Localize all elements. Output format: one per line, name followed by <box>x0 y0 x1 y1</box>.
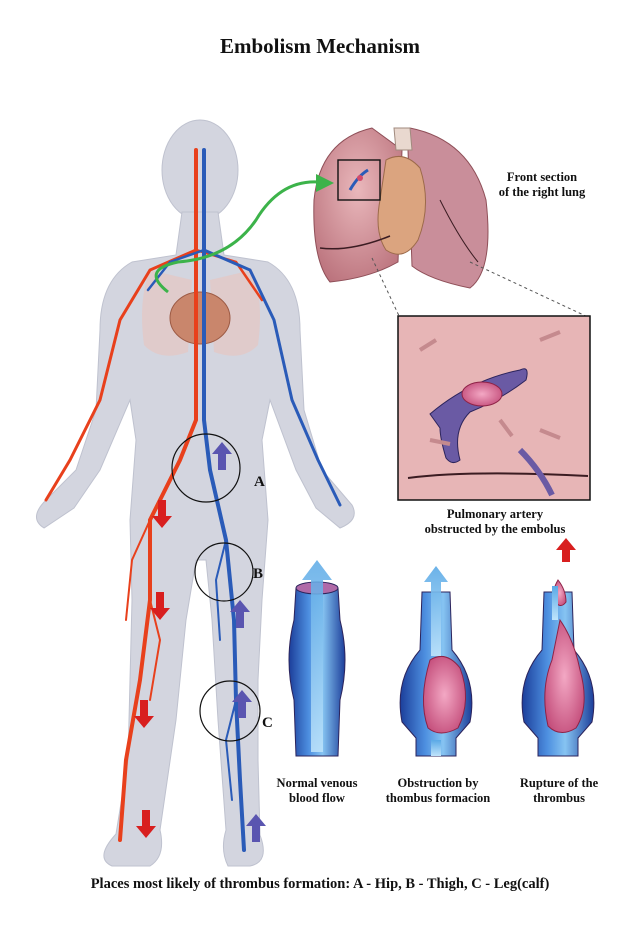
thrombus-site-circles <box>171 433 261 742</box>
veins <box>146 148 342 852</box>
circle-label-b: B <box>253 566 264 582</box>
pulmonary-artery-zoom <box>397 315 591 501</box>
lungs-front-section <box>313 127 489 289</box>
panel-obstruction-label: Obstruction by thombus formacion <box>385 776 491 805</box>
circle-label-a: A <box>254 474 265 490</box>
panel-obstruction <box>399 566 473 757</box>
caption: Places most likely of thrombus formation… <box>90 876 550 892</box>
panel-rupture <box>521 538 595 757</box>
venous-flow-arrows <box>212 442 266 842</box>
chest-organs <box>142 270 260 356</box>
panel-rupture-label: Rupture of the thrombus <box>519 776 599 805</box>
arterial-flow-arrows <box>134 500 172 838</box>
artery-label: Pulmonary artery obstructed by the embol… <box>424 507 566 536</box>
body-silhouette <box>36 119 355 867</box>
embolus-path-arrow <box>154 180 319 294</box>
panel-normal-label: Normal venous blood flow <box>276 776 358 805</box>
circle-label-c: C <box>262 715 273 731</box>
page-title: Embolism Mechanism <box>219 34 421 58</box>
panel-normal-flow <box>288 560 346 757</box>
lung-label: Front section of the right lung <box>498 170 586 199</box>
arteries <box>44 148 264 842</box>
